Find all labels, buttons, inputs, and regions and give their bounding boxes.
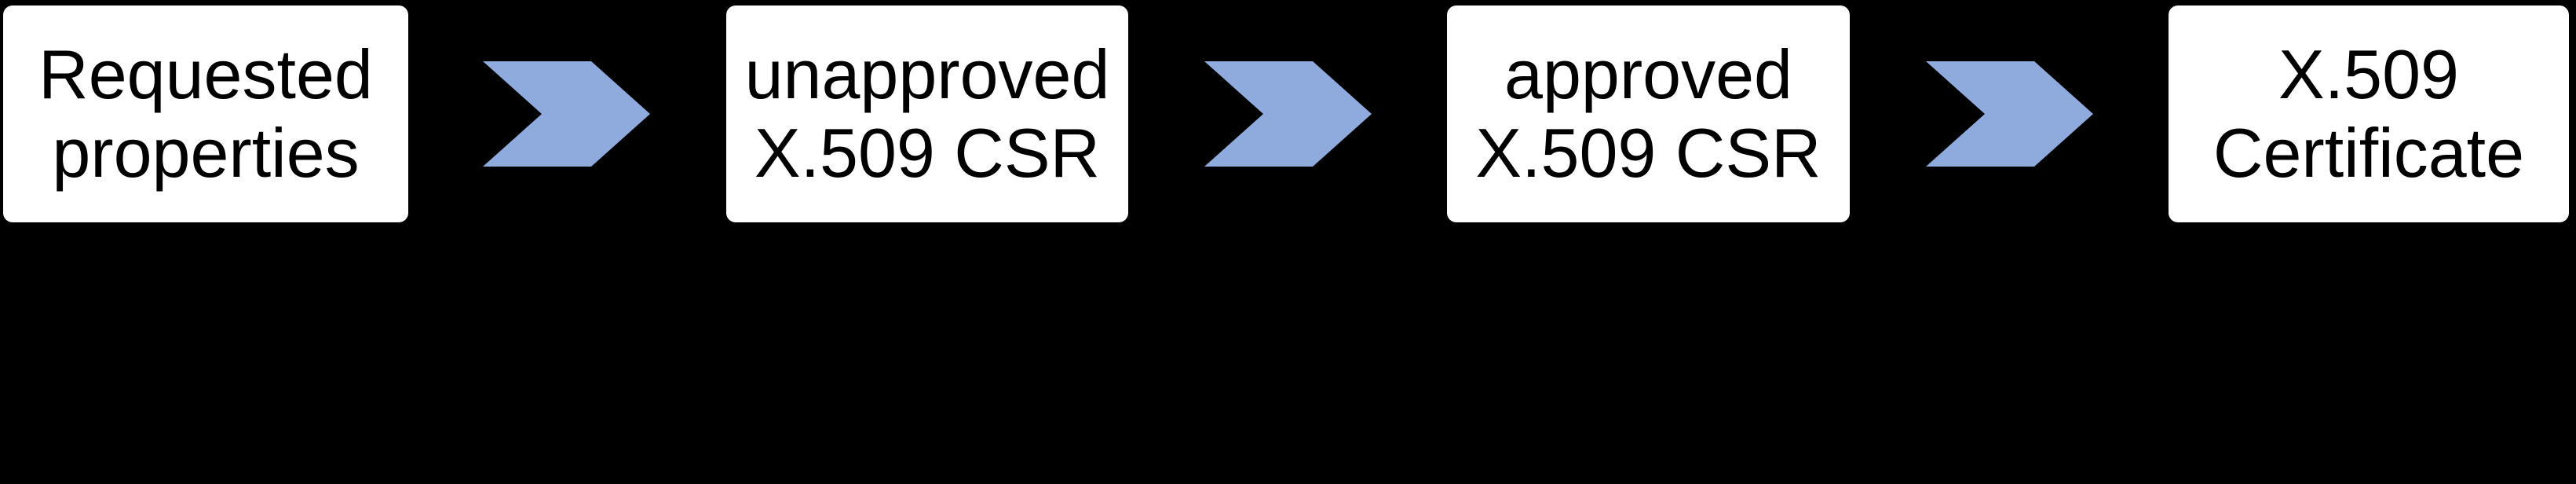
chevron-right-icon: [1926, 61, 2093, 167]
step-requested-properties: Requested properties: [3, 6, 408, 222]
step-label-line: X.509 CSR: [1475, 114, 1821, 192]
step-label: Requested properties: [38, 35, 373, 192]
chevron-right-icon: [1204, 61, 1372, 167]
chevron-right-icon: [483, 61, 650, 167]
step-label-line: X.509 CSR: [754, 114, 1101, 192]
step-label-line: unapproved: [744, 35, 1110, 113]
step-label-line: properties: [52, 114, 360, 192]
step-approved-x509-csr: approved X.509 CSR: [1447, 6, 1850, 222]
step-label-line: Requested: [38, 35, 373, 113]
step-label: unapproved X.509 CSR: [745, 35, 1110, 192]
step-label: X.509 Certificate: [2213, 35, 2524, 192]
step-label-line: X.509: [2278, 35, 2459, 113]
step-label: approved X.509 CSR: [1475, 35, 1821, 192]
step-x509-certificate: X.509 Certificate: [2169, 6, 2569, 222]
step-label-line: Certificate: [2212, 114, 2525, 192]
step-label-line: approved: [1504, 35, 1792, 113]
step-unapproved-x509-csr: unapproved X.509 CSR: [726, 6, 1128, 222]
